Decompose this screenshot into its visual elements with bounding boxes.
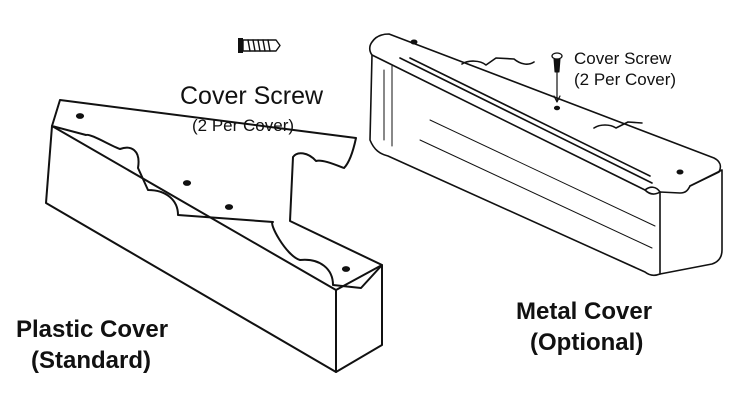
metal-cover-title: Metal Cover (516, 298, 653, 325)
metal-screw-icon (551, 52, 563, 103)
plastic-cover-screw-label: Cover Screw (180, 82, 324, 110)
metal-cover-screw-label: Cover Screw (574, 49, 672, 68)
plastic-cover-top-face (51, 99, 383, 289)
metal-cover-end-face (659, 169, 723, 275)
plastic-cover-subtitle: (Standard) (31, 347, 151, 374)
plastic-cover-screw-qty: (2 Per Cover) (192, 116, 295, 135)
metal-cover-front-face (369, 54, 661, 277)
metal-cover-screw-qty: (2 Per Cover) (574, 70, 677, 89)
loose-screw-icon (238, 38, 281, 53)
plastic-cover-end-face (335, 264, 383, 373)
metal-cover-drawing (368, 33, 723, 277)
plastic-cover-title: Plastic Cover (16, 316, 169, 343)
metal-cover-subtitle: (Optional) (530, 329, 644, 356)
plastic-cover-drawing (45, 99, 383, 373)
